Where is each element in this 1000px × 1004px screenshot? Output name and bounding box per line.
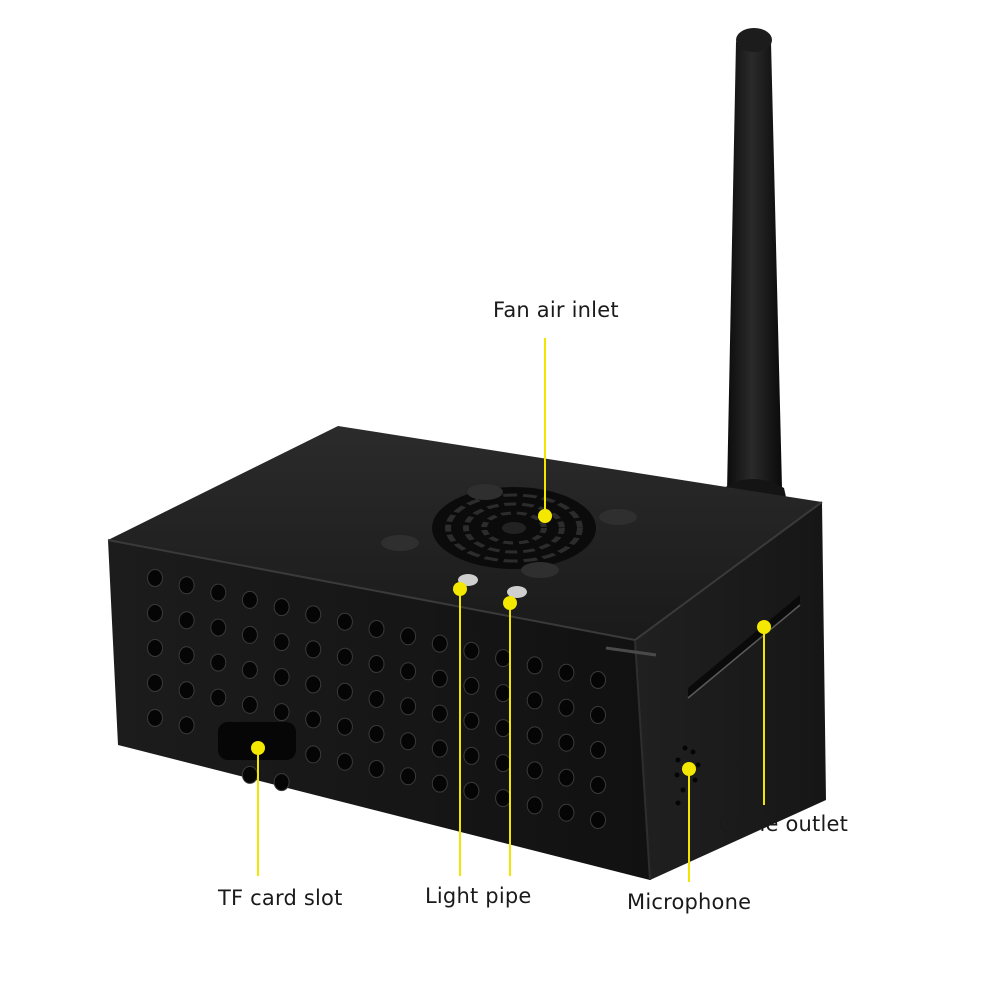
cable-callout-dot bbox=[757, 620, 771, 634]
vent-hole bbox=[526, 656, 543, 675]
vent-hole bbox=[241, 695, 258, 714]
vent-hole bbox=[147, 709, 163, 727]
enclosure-front bbox=[108, 540, 650, 880]
vent-hole bbox=[241, 590, 258, 609]
vent-hole bbox=[368, 655, 385, 673]
vent-hole bbox=[463, 711, 480, 730]
vent-hole bbox=[305, 745, 322, 764]
vent-hole bbox=[400, 767, 417, 786]
vent-hole bbox=[431, 634, 448, 653]
vent-hole bbox=[147, 639, 163, 657]
vent-hole bbox=[210, 583, 227, 602]
vent-hole bbox=[463, 641, 480, 660]
vent-hole bbox=[590, 811, 606, 829]
light-pipe-callout-dot-2 bbox=[503, 596, 517, 610]
vent-hole bbox=[368, 725, 385, 743]
vent-hole bbox=[400, 627, 417, 646]
vent-hole bbox=[526, 726, 543, 745]
vent-hole bbox=[241, 660, 258, 679]
vent-hole bbox=[463, 676, 480, 695]
vent-hole bbox=[336, 752, 353, 771]
vent-hole bbox=[495, 649, 512, 668]
vent-hole bbox=[178, 611, 195, 630]
front-vent-holes bbox=[147, 569, 606, 829]
vent-hole bbox=[273, 598, 290, 617]
vent-hole bbox=[273, 633, 290, 652]
vent-hole bbox=[147, 569, 163, 587]
vent-hole bbox=[241, 625, 258, 644]
vent-hole bbox=[368, 690, 385, 708]
vent-hole bbox=[495, 684, 512, 703]
cable-outlet-slot bbox=[688, 595, 800, 698]
vent-hole bbox=[178, 646, 195, 665]
mic-callout-dot bbox=[682, 762, 696, 776]
vent-hole bbox=[526, 796, 543, 815]
vent-hole bbox=[558, 698, 575, 717]
vent-hole bbox=[368, 620, 385, 638]
vent-hole bbox=[495, 754, 512, 773]
vent-hole bbox=[210, 653, 227, 672]
vent-hole bbox=[400, 697, 417, 716]
vent-hole bbox=[210, 688, 227, 707]
vent-hole bbox=[336, 682, 353, 701]
vent-hole bbox=[558, 733, 575, 752]
microphone-label: Microphone bbox=[627, 890, 752, 914]
vent-hole bbox=[147, 674, 163, 692]
vent-hole bbox=[463, 746, 480, 765]
vent-hole bbox=[336, 647, 353, 666]
light-pipe-label: Light pipe bbox=[425, 884, 532, 908]
tf-card-slot bbox=[218, 722, 296, 760]
vent-hole bbox=[431, 774, 448, 793]
vent-hole bbox=[495, 719, 512, 738]
cable-outlet-label: Cable outlet bbox=[718, 812, 849, 836]
tf-callout-dot bbox=[251, 741, 265, 755]
fan-callout-dot bbox=[538, 509, 552, 523]
vent-hole bbox=[526, 761, 543, 780]
vent-hole bbox=[431, 704, 448, 723]
light-pipe-callout-dot-1 bbox=[453, 582, 467, 596]
vent-hole bbox=[400, 662, 417, 681]
fan-grille bbox=[432, 487, 596, 569]
vent-hole bbox=[273, 703, 290, 722]
vent-hole bbox=[305, 640, 322, 659]
vent-hole bbox=[495, 789, 512, 808]
callout-markers bbox=[251, 338, 771, 882]
vent-hole bbox=[463, 781, 480, 800]
vent-hole bbox=[336, 612, 353, 631]
vent-hole bbox=[273, 773, 290, 792]
vent-hole bbox=[273, 668, 290, 687]
vent-hole bbox=[590, 776, 606, 794]
vent-hole bbox=[558, 663, 575, 682]
vent-hole bbox=[178, 681, 195, 700]
vent-hole bbox=[400, 732, 417, 751]
mounting-bumps bbox=[381, 484, 637, 578]
vent-hole bbox=[147, 604, 163, 622]
vent-hole bbox=[241, 765, 258, 784]
vent-hole bbox=[210, 618, 227, 637]
vent-hole bbox=[305, 605, 322, 624]
vent-hole bbox=[431, 669, 448, 688]
vent-hole bbox=[590, 671, 606, 689]
enclosure-side bbox=[635, 502, 826, 880]
fan-air-inlet-label: Fan air inlet bbox=[493, 298, 619, 322]
vent-hole bbox=[526, 691, 543, 710]
antenna bbox=[718, 28, 790, 520]
vent-hole bbox=[431, 739, 448, 758]
vent-hole bbox=[368, 760, 385, 778]
vent-hole bbox=[336, 717, 353, 736]
vent-hole bbox=[558, 803, 575, 822]
vent-hole bbox=[590, 706, 606, 724]
vent-hole bbox=[305, 675, 322, 694]
vent-hole bbox=[305, 710, 322, 729]
microphone-holes bbox=[674, 745, 701, 806]
tf-card-slot-label: TF card slot bbox=[218, 886, 343, 910]
vent-hole bbox=[558, 768, 575, 787]
vent-hole bbox=[590, 741, 606, 759]
vent-hole bbox=[178, 716, 195, 735]
vent-hole bbox=[178, 576, 195, 595]
